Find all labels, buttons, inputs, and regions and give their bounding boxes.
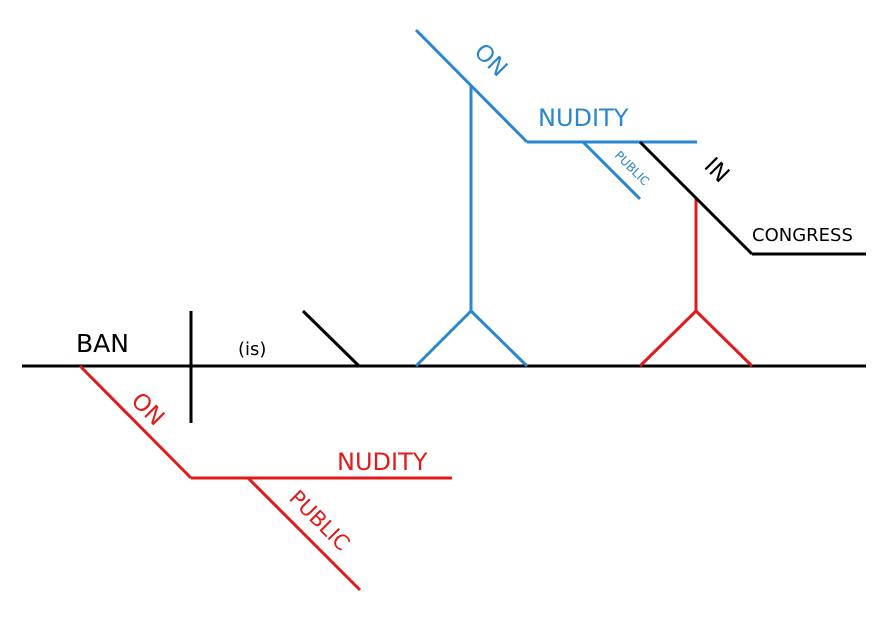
complement-1-object-modifier-word: PUBLIC xyxy=(612,148,652,188)
subject-object-modifier-slant xyxy=(246,476,362,592)
complement-2-preposition-slant xyxy=(638,140,754,256)
subject-object-word: NUDITY xyxy=(337,448,428,476)
subject-preposition-slant xyxy=(78,364,193,480)
subject-object-modifier-word: PUBLIC xyxy=(284,486,354,556)
complement-2-pedestal-left xyxy=(638,309,698,368)
complement-2-object-word: CONGRESS xyxy=(752,225,853,246)
subject-modifier-phrase: ON NUDITY PUBLIC xyxy=(78,364,452,592)
complement-1-pedestal-right xyxy=(469,309,529,368)
subject-preposition-word: ON xyxy=(126,388,169,431)
complement-1-pedestal-left xyxy=(414,309,473,368)
complement-slash xyxy=(301,309,361,368)
complement-1-preposition-slant xyxy=(414,28,529,144)
complement-1-preposition-word: ON xyxy=(469,39,512,82)
complement-2-phrase: IN CONGRESS xyxy=(638,140,866,256)
complement-2 xyxy=(638,198,754,368)
verb-word: (is) xyxy=(238,339,266,360)
subject-word: BAN xyxy=(76,329,129,358)
complement-2-pedestal-right xyxy=(694,309,754,368)
complement-1-object-word: NUDITY xyxy=(538,104,629,132)
complement-1: ON NUDITY PUBLIC xyxy=(414,28,697,368)
complement-2-preposition-word: IN xyxy=(699,153,734,188)
complement-1-object-modifier-slant xyxy=(581,140,642,201)
